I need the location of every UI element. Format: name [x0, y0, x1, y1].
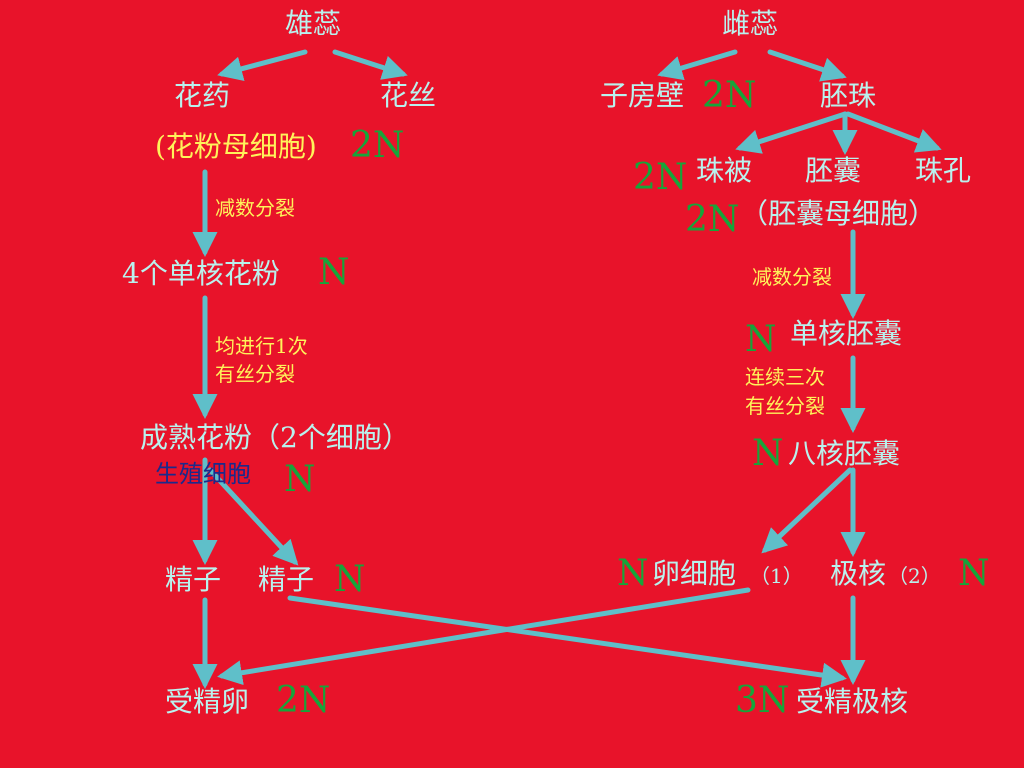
sperm-ploidy: N	[334, 559, 366, 600]
female-mitosis-line2: 有丝分裂	[745, 394, 825, 418]
egg-ploidy: N	[617, 553, 649, 594]
integument-ploidy: 2N	[633, 157, 688, 198]
emc-ploidy: 2N	[685, 199, 740, 240]
egg-label: 卵细胞	[652, 557, 737, 590]
female-mitosis-line1: 连续三次	[745, 365, 825, 389]
sperm2-label: 精子	[258, 563, 315, 596]
sperm1-label: 精子	[165, 563, 222, 596]
arrow-pollen-sperm2	[207, 467, 299, 566]
polar-count: （2）	[888, 564, 941, 588]
pistil-label: 雌蕊	[722, 7, 779, 40]
endosperm-ploidy: 3N	[735, 680, 790, 721]
eight-nucleate-label: 八核胚囊	[788, 437, 901, 470]
female-meiosis-label: 减数分裂	[752, 265, 832, 289]
arrow-eight-egg	[761, 467, 853, 554]
uninucleate-ploidy: N	[745, 319, 777, 360]
egg-count: （1）	[750, 564, 803, 588]
endosperm-label: 受精极核	[796, 685, 909, 718]
arrow-ovule-micropyle	[845, 111, 942, 153]
eight-nucleate-ploidy: N	[752, 433, 784, 474]
uninucleate-label: 单核胚囊	[790, 317, 903, 350]
arrow-ovule-integument	[735, 111, 848, 154]
integument-label: 珠被	[696, 154, 753, 187]
polar-label: 极核	[830, 557, 887, 590]
generative-ploidy: N	[284, 459, 316, 500]
microspores-ploidy: N	[318, 252, 350, 293]
anther-label: 花药	[174, 79, 231, 112]
mature-pollen-label: 成熟花粉（2个细胞）	[140, 421, 410, 454]
ovule-label: 胚珠	[820, 79, 877, 112]
stamen-label: 雄蕊	[285, 7, 342, 40]
arrow-egg-zygote	[217, 587, 751, 686]
microspores-label: 4个单核花粉	[122, 257, 280, 290]
male-mitosis-line1: 均进行1次	[215, 334, 308, 358]
zygote-ploidy: 2N	[276, 680, 331, 721]
pmc-label: (花粉母细胞)	[155, 130, 317, 163]
ovary-wall-ploidy: 2N	[702, 75, 757, 116]
generative-cell-label: 生殖细胞	[155, 460, 251, 488]
arrow-pistil-ovule	[767, 49, 847, 82]
micropyle-label: 珠孔	[915, 154, 972, 187]
male-meiosis-label: 减数分裂	[215, 196, 295, 220]
male-mitosis-line2: 有丝分裂	[215, 362, 295, 386]
pmc-ploidy: 2N	[350, 125, 405, 166]
arrow-sperm2-endosperm	[287, 595, 847, 688]
arrow-pistil-ovarywall	[657, 49, 738, 81]
polar-ploidy: N	[958, 553, 990, 594]
arrow-stamen-filament	[332, 49, 408, 80]
ovary-wall-label: 子房壁	[600, 79, 685, 112]
nucellus-label: 胚囊	[805, 154, 862, 187]
filament-label: 花丝	[380, 79, 437, 112]
emc-label: （胚囊母细胞）	[740, 197, 937, 230]
arrow-stamen-anther	[217, 49, 308, 81]
zygote-label: 受精卵	[165, 685, 250, 718]
